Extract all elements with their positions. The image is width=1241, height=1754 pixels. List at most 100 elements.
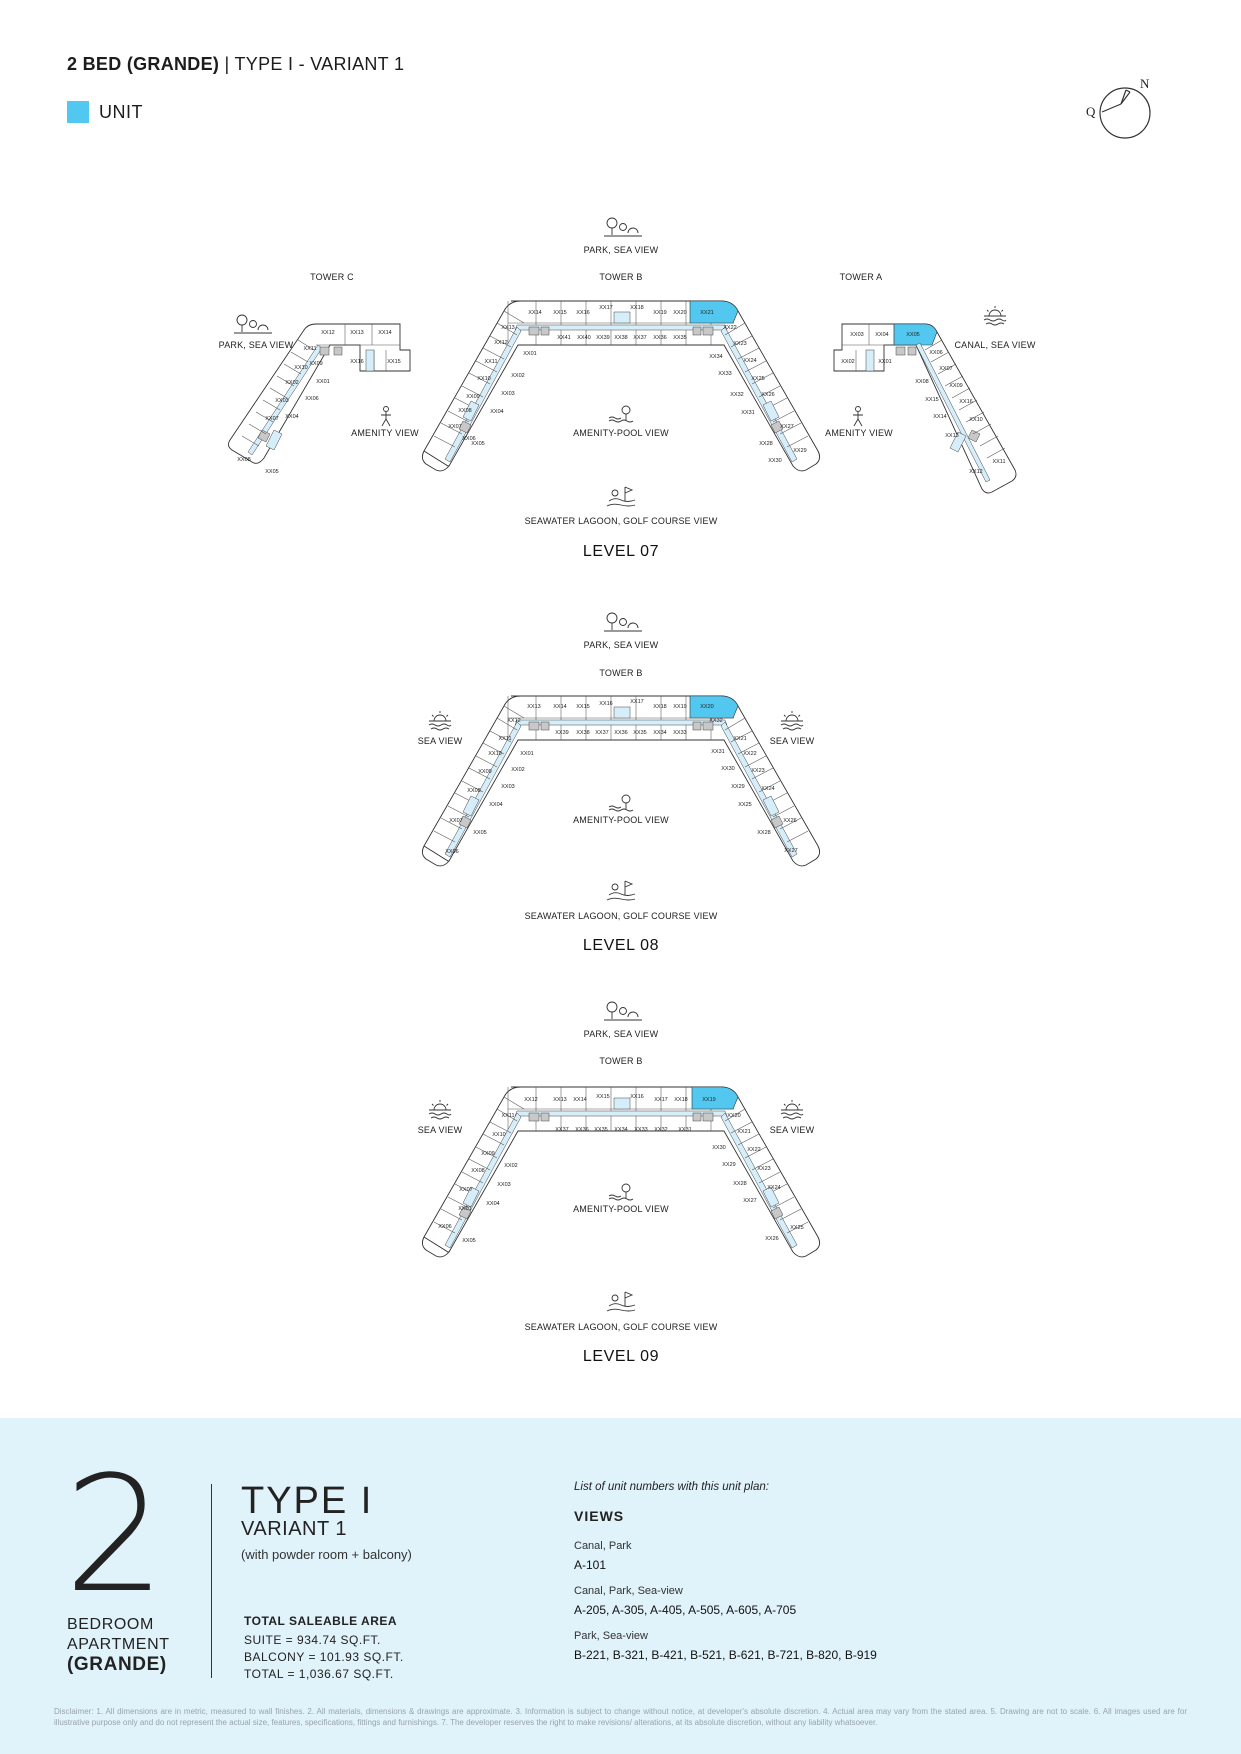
view-top-label: PARK, SEA VIEW <box>584 1029 659 1039</box>
tower-a-label: TOWER A <box>840 272 883 282</box>
unit-label: XX07 <box>448 424 461 430</box>
unit-label: XX27 <box>784 848 797 854</box>
sea-icon <box>428 1099 452 1120</box>
unit-label: XX29 <box>722 1162 735 1168</box>
unit-label: XX18 <box>630 305 643 311</box>
unit-label: XX37 <box>633 335 646 341</box>
view-center-label: AMENITY-POOL VIEW <box>573 428 669 438</box>
floor-plans: PARK, SEA VIEW TOWER B TOWER C TOWER A X… <box>219 217 1036 1365</box>
unit-label: XX07 <box>449 818 462 824</box>
tower-c-view-left: PARK, SEA VIEW <box>219 340 294 350</box>
tower-c-view-right: AMENITY VIEW <box>351 428 419 438</box>
unit-label: XX09 <box>478 769 491 775</box>
unit-label: XX35 <box>673 335 686 341</box>
unit-label: XX36 <box>653 335 666 341</box>
unit-label: XX08 <box>237 457 250 463</box>
unit-label: XX10 <box>477 376 490 382</box>
unit-label: XX08 <box>915 379 928 385</box>
unit-label: XX10 <box>492 1132 505 1138</box>
view-right-label: SEA VIEW <box>770 1125 815 1135</box>
unit-label: XX09 <box>949 383 962 389</box>
unit-label: XX08 <box>471 1168 484 1174</box>
tower-b-label: TOWER B <box>599 1056 642 1066</box>
tower-a-units: XX03 XX04 XX05 XX02 XX01 XX06 XX07 XX08 … <box>841 332 1005 475</box>
view-group-name: Canal, Park, Sea-view <box>574 1585 683 1597</box>
unit-label: XX37 <box>555 1127 568 1133</box>
unit-label: XX09 <box>466 394 479 400</box>
tower-b-second-row: XX37 XX36 XX35 XX34 XX33 XX32 XX31 <box>555 1127 691 1133</box>
unit-label: XX15 <box>925 397 938 403</box>
highlighted-unit <box>691 1086 739 1110</box>
unit-label: XX23 <box>733 341 746 347</box>
views-heading: VIEWS <box>574 1508 625 1524</box>
unit-label: XX13 <box>553 1097 566 1103</box>
unit-label: XX18 <box>674 1097 687 1103</box>
unit-label: XX15 <box>576 704 589 710</box>
unit-label: XX15 <box>387 359 400 365</box>
unit-label: XX01 <box>520 751 533 757</box>
unit-label: XX36 <box>614 730 627 736</box>
unit-label: XX20 <box>700 704 713 710</box>
area-suite: SUITE = 934.74 SQ.FT. <box>244 1633 381 1647</box>
unit-label: XX30 <box>712 1145 725 1151</box>
unit-label: XX34 <box>709 354 722 360</box>
unit-label: XX21 <box>737 1129 750 1135</box>
unit-label: XX38 <box>576 730 589 736</box>
unit-label: XX16 <box>959 399 972 405</box>
view-right-label: SEA VIEW <box>770 736 815 746</box>
unit-label: XX31 <box>741 410 754 416</box>
unit-label: XX14 <box>933 414 946 420</box>
tower-c-label: TOWER C <box>310 272 354 282</box>
view-group-units: A-101 <box>574 1558 607 1572</box>
unit-label: XX28 <box>759 441 772 447</box>
tower-b-right-wing: XX20 XX21 XX22 XX23 XX24 XX25 XX26 XX27 … <box>712 1113 803 1242</box>
tower-a-view-left: AMENITY VIEW <box>825 428 893 438</box>
unit-label: XX02 <box>511 373 524 379</box>
unit-label: XX06 <box>445 849 458 855</box>
view-bottom-label: SEAWATER LAGOON, GOLF COURSE VIEW <box>525 516 718 526</box>
bedroom-label: BEDROOM APARTMENT (GRANDE) <box>67 1615 170 1675</box>
unit-label: XX11 <box>992 459 1005 465</box>
unit-label: XX07 <box>939 366 952 372</box>
sea-icon <box>780 710 804 731</box>
unit-label: XX02 <box>511 767 524 773</box>
tower-b-label: TOWER B <box>599 668 642 678</box>
pool-icon <box>608 1183 634 1201</box>
unit-label: XX19 <box>673 704 686 710</box>
unit-label: XX04 <box>489 802 502 808</box>
unit-label: XX30 <box>768 458 781 464</box>
legend-label: UNIT <box>99 101 143 122</box>
unit-label: XX27 <box>780 424 793 430</box>
level-label: LEVEL 07 <box>583 543 659 560</box>
unit-label: XX09 <box>481 1151 494 1157</box>
unit-label: XX24 <box>743 358 756 364</box>
compass-icon: N Q <box>1086 76 1151 139</box>
view-bottom-label: SEAWATER LAGOON, GOLF COURSE VIEW <box>525 1322 718 1332</box>
unit-label: XX33 <box>673 730 686 736</box>
unit-label: XX35 <box>594 1127 607 1133</box>
view-group-units: A-205, A-305, A-405, A-505, A-605, A-705 <box>574 1603 797 1617</box>
unit-label: XX06 <box>438 1224 451 1230</box>
unit-label: XX11 <box>498 736 511 742</box>
unit-label: XX11 <box>303 346 316 352</box>
unit-label: XX18 <box>653 704 666 710</box>
variant-title: VARIANT 1 <box>241 1518 348 1540</box>
unit-label: XX12 <box>494 340 507 346</box>
level-09-plan: PARK, SEA VIEW TOWER B SEA VIEW SEA VIEW… <box>418 1001 821 1365</box>
unit-label: XX01 <box>316 379 329 385</box>
view-top-label: PARK, SEA VIEW <box>584 640 659 650</box>
unit-label: XX26 <box>761 392 774 398</box>
tower-b-left-wing: XX13 XX12 XX11 XX10 XX09 XX08 XX07 XX06 … <box>448 325 536 447</box>
view-center-label: AMENITY-POOL VIEW <box>573 815 669 825</box>
unit-label: XX22 <box>747 1147 760 1153</box>
unit-label: XX09 <box>309 361 322 367</box>
unit-label: XX06 <box>462 436 475 442</box>
variant-subtitle: (with powder room + balcony) <box>241 1547 412 1562</box>
unit-label: XX11 <box>501 1113 514 1119</box>
unit-label: XX10 <box>294 365 307 371</box>
sea-icon <box>428 710 452 731</box>
unit-label: XX12 <box>507 718 520 724</box>
unit-label: XX08 <box>458 408 471 414</box>
view-group-units: B-221, B-321, B-421, B-521, B-621, B-721… <box>574 1648 877 1662</box>
unit-label: XX34 <box>614 1127 627 1133</box>
